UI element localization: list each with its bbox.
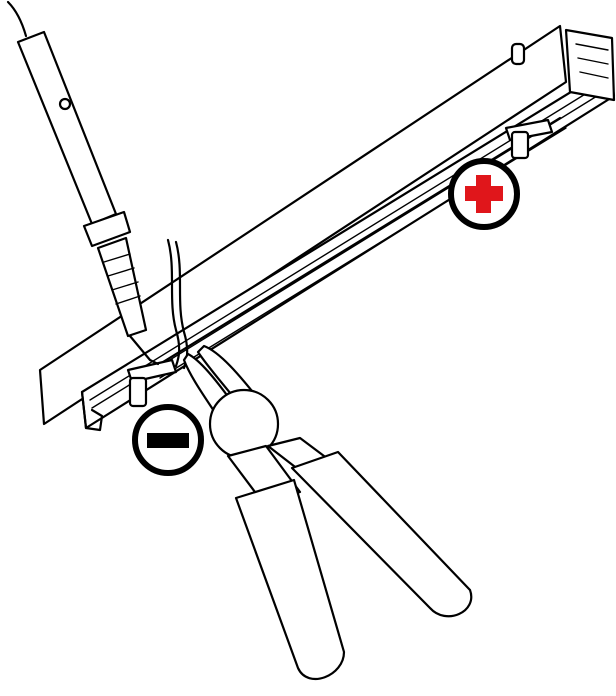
mounting-clip-left	[126, 358, 178, 408]
minus-icon	[147, 433, 189, 448]
mounting-clip-right	[504, 42, 554, 160]
pliers-icon	[182, 344, 473, 680]
soldering-iron-icon	[6, 0, 160, 366]
negative-badge	[132, 404, 204, 476]
positive-badge	[448, 158, 520, 230]
